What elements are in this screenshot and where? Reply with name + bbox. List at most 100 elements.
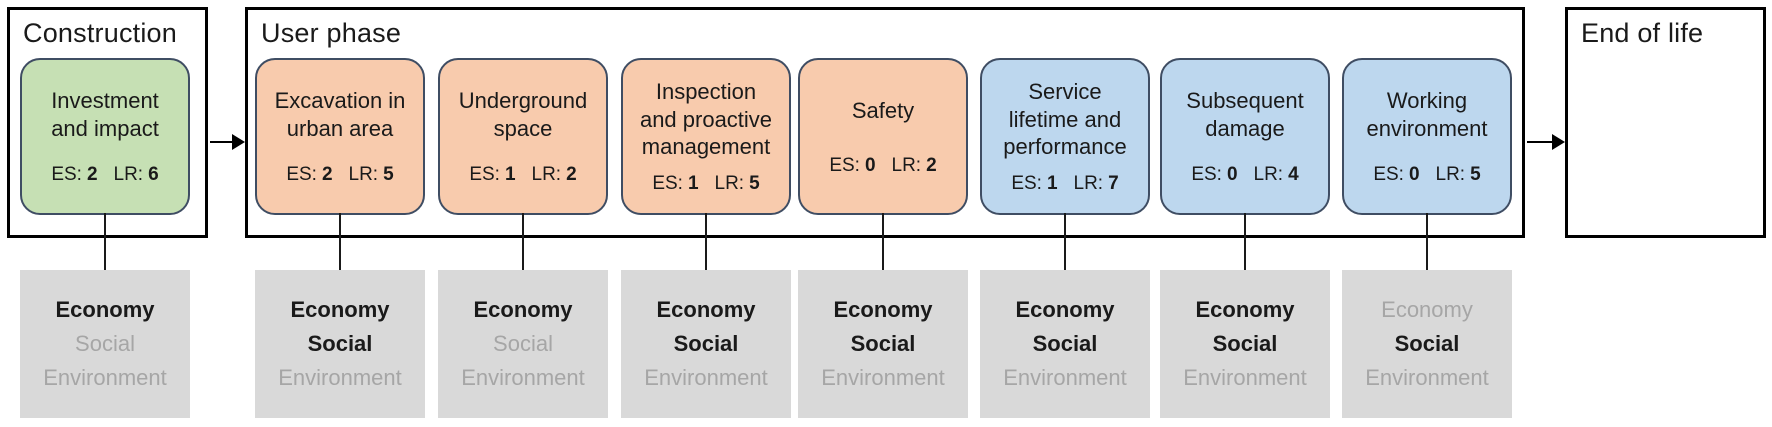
lr-value: 4 xyxy=(1288,163,1299,185)
impact-row-social: Social xyxy=(850,331,916,356)
card-metrics: ES:2 LR:5 xyxy=(286,164,393,186)
impact-row-environment: Environment xyxy=(1183,365,1307,390)
lr-label: LR: xyxy=(1253,163,1284,185)
lr-label: LR: xyxy=(1073,172,1104,194)
impact-row-economy: Economy xyxy=(656,297,756,322)
card-metrics: ES:1 LR:5 xyxy=(652,173,759,195)
lr-label: LR: xyxy=(714,172,745,194)
es-label: ES: xyxy=(1373,163,1404,185)
impact-row-social: Social xyxy=(1212,331,1278,356)
impact-box-working-environment: Economy Social Environment xyxy=(1342,270,1512,418)
card-title: Excavation in urban area xyxy=(274,88,406,141)
impact-box-service-lifetime: Economy Social Environment xyxy=(980,270,1150,418)
es-value: 0 xyxy=(1408,163,1420,185)
impact-row-social: Social xyxy=(1394,331,1460,356)
impact-row-environment: Environment xyxy=(1365,365,1489,390)
phase-user-label: User phase xyxy=(261,18,402,48)
card-excavation-in-urban-area: Excavation in urban area ES:2 LR:5 xyxy=(255,58,425,215)
impact-box-inspection: Economy Social Environment xyxy=(621,270,791,418)
card-service-lifetime-and-performance: Service lifetime and performance ES:1 LR:… xyxy=(980,58,1150,215)
connector-line xyxy=(104,213,106,271)
es-value: 0 xyxy=(1226,163,1238,185)
impact-row-social: Social xyxy=(493,331,553,356)
es-value: 1 xyxy=(1046,172,1058,194)
arrow-shaft xyxy=(210,141,234,143)
es-label: ES: xyxy=(469,163,500,185)
connector-line xyxy=(1064,213,1066,271)
card-metrics: ES:1 LR:7 xyxy=(1011,173,1118,195)
connector-line xyxy=(339,213,341,271)
impact-row-environment: Environment xyxy=(644,365,768,390)
impact-row-environment: Environment xyxy=(43,365,167,390)
card-title: Service lifetime and performance xyxy=(1003,79,1127,160)
connector-line xyxy=(882,213,884,271)
es-label: ES: xyxy=(51,163,82,185)
phase-end-of-life: End of life xyxy=(1565,7,1766,238)
arrow-head-icon xyxy=(1552,134,1565,150)
impact-box-excavation: Economy Social Environment xyxy=(255,270,425,418)
card-title: Subsequent damage xyxy=(1186,88,1304,141)
es-value: 1 xyxy=(504,163,516,185)
card-metrics: ES:1 LR:2 xyxy=(469,164,576,186)
phase-construction-label: Construction xyxy=(23,18,177,48)
card-title: Investment and impact xyxy=(51,88,159,141)
card-metrics: ES:0 LR:5 xyxy=(1373,164,1480,186)
impact-row-economy: Economy xyxy=(290,297,390,322)
card-subsequent-damage: Subsequent damage ES:0 LR:4 xyxy=(1160,58,1330,215)
impact-row-economy: Economy xyxy=(1381,297,1473,322)
lr-value: 5 xyxy=(383,163,394,185)
es-value: 1 xyxy=(687,172,699,194)
card-title: Underground space xyxy=(458,88,588,141)
es-label: ES: xyxy=(286,163,317,185)
lr-value: 7 xyxy=(1108,172,1119,194)
lr-label: LR: xyxy=(531,163,562,185)
connector-line xyxy=(705,213,707,271)
connector-line xyxy=(522,213,524,271)
es-label: ES: xyxy=(1011,172,1042,194)
es-label: ES: xyxy=(1191,163,1222,185)
connector-line xyxy=(1244,213,1246,271)
impact-row-social: Social xyxy=(75,331,135,356)
impact-box-safety: Economy Social Environment xyxy=(798,270,968,418)
impact-row-social: Social xyxy=(307,331,373,356)
impact-box-investment: Economy Social Environment xyxy=(20,270,190,418)
impact-row-environment: Environment xyxy=(821,365,945,390)
card-title: Inspection and proactive management xyxy=(639,79,773,160)
card-inspection-and-proactive-management: Inspection and proactive management ES:1… xyxy=(621,58,791,215)
lr-value: 5 xyxy=(1470,163,1481,185)
impact-box-underground: Economy Social Environment xyxy=(438,270,608,418)
lr-value: 2 xyxy=(566,163,577,185)
impact-row-economy: Economy xyxy=(1015,297,1115,322)
es-value: 2 xyxy=(321,163,333,185)
es-label: ES: xyxy=(652,172,683,194)
connector-line xyxy=(1426,213,1428,271)
es-value: 2 xyxy=(86,163,98,185)
impact-row-social: Social xyxy=(1032,331,1098,356)
impact-row-environment: Environment xyxy=(1003,365,1127,390)
arrow-shaft xyxy=(1527,141,1554,143)
lr-label: LR: xyxy=(113,163,144,185)
impact-row-environment: Environment xyxy=(278,365,402,390)
es-value: 0 xyxy=(864,154,876,176)
impact-row-social: Social xyxy=(673,331,739,356)
impact-row-economy: Economy xyxy=(55,297,155,322)
lr-value: 5 xyxy=(749,172,760,194)
card-working-environment: Working environment ES:0 LR:5 xyxy=(1342,58,1512,215)
es-label: ES: xyxy=(829,154,860,176)
impact-row-environment: Environment xyxy=(461,365,585,390)
card-title: Working environment xyxy=(1366,88,1488,141)
card-metrics: ES:0 LR:4 xyxy=(1191,164,1298,186)
lr-label: LR: xyxy=(348,163,379,185)
card-underground-space: Underground space ES:1 LR:2 xyxy=(438,58,608,215)
phase-end-of-life-label: End of life xyxy=(1581,18,1704,48)
impact-row-economy: Economy xyxy=(473,297,573,322)
lr-label: LR: xyxy=(891,154,922,176)
lr-label: LR: xyxy=(1435,163,1466,185)
impact-row-economy: Economy xyxy=(833,297,933,322)
impact-row-economy: Economy xyxy=(1195,297,1295,322)
impact-box-subsequent-damage: Economy Social Environment xyxy=(1160,270,1330,418)
